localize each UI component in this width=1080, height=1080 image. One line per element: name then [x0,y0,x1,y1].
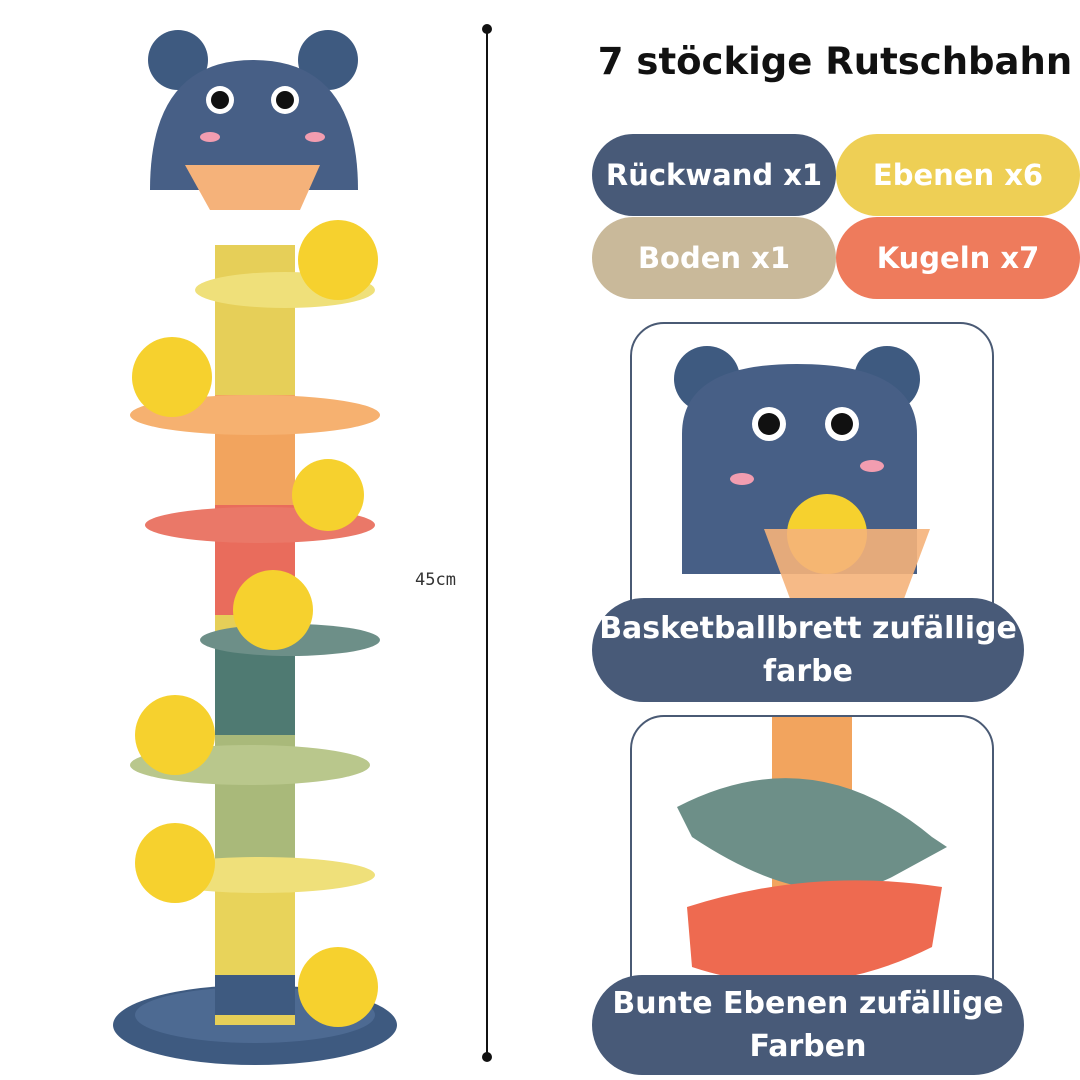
page-title: 7 stöckige Rutschbahn [597,40,1073,83]
measurement-top-dot [482,24,492,34]
levels-caption: Bunte Ebenen zufällige Farben [592,975,1024,1075]
height-measurement: 45cm [415,570,456,590]
part-badge-levels: Ebenen x6 [836,134,1080,216]
part-badge-backboard: Rückwand x1 [592,134,836,216]
levels-detail-image [630,715,994,1019]
part-badge-balls: Kugeln x7 [836,217,1080,299]
measurement-bottom-dot [482,1052,492,1062]
toy-tower-image [113,30,397,1065]
part-badge-base: Boden x1 [592,217,836,299]
measurement-line [486,28,488,1058]
basket-caption: Basketballbrett zufällige farbe [592,598,1024,702]
